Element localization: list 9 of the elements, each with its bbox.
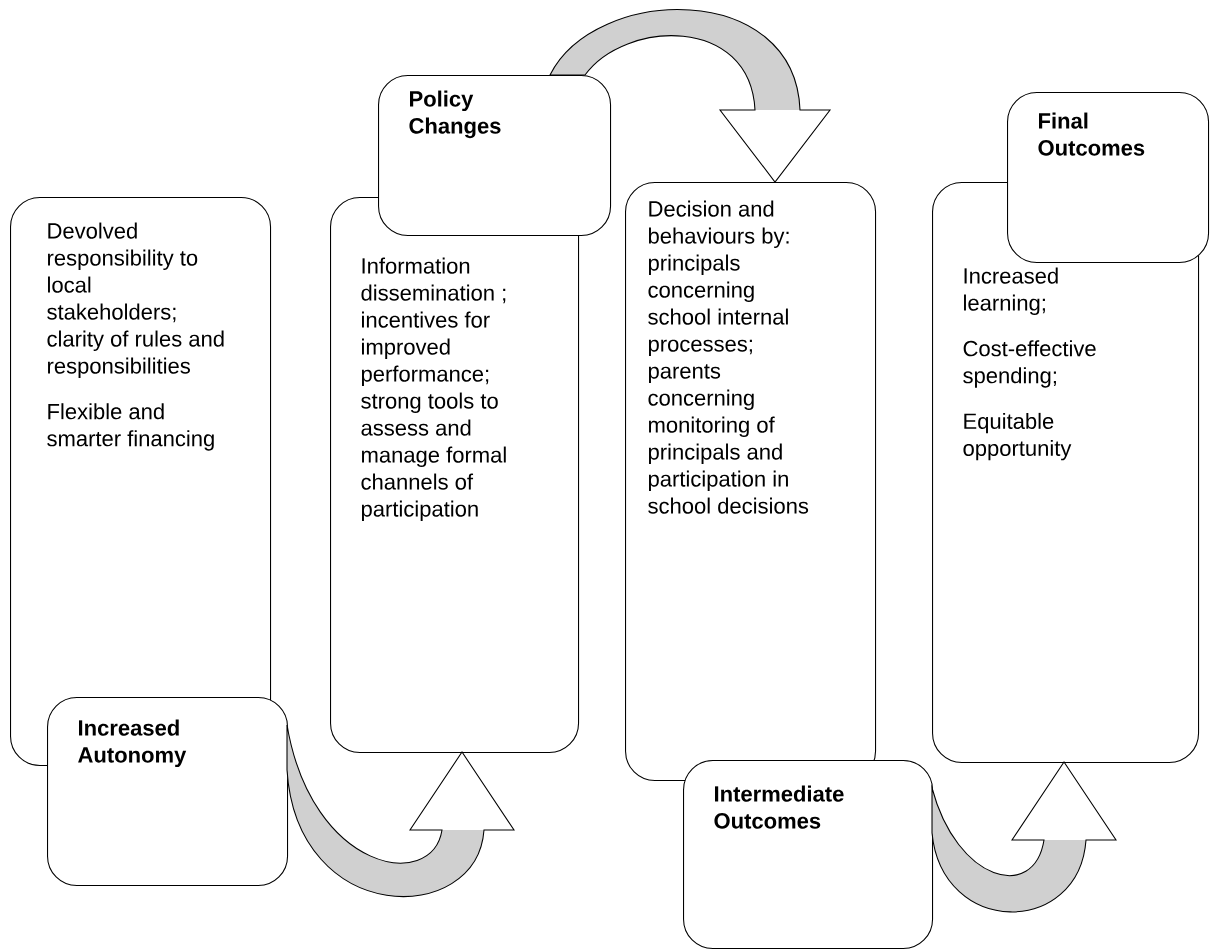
heading-box: Intermediate Outcomes [683, 760, 934, 950]
text-box: Decision and behaviours by: principals concerning school internal processes; parents concerning monitoring of principals and participation in school decisions [625, 182, 877, 782]
heading-box: Increased Autonomy [47, 697, 289, 887]
text-box: Information dissemination ; incentives for improved performance; strong tools to assess and manage formal channels of participation [330, 197, 580, 754]
node-label: Final Outcomes [1038, 112, 1145, 156]
node-label: Intermediate Outcomes [714, 785, 844, 829]
text-box: Increased learning; Cost-effective spending; Equitable opportunity [932, 182, 1200, 764]
heading-box: Policy Changes [378, 75, 612, 237]
heading-box: Final Outcomes [1007, 92, 1210, 264]
